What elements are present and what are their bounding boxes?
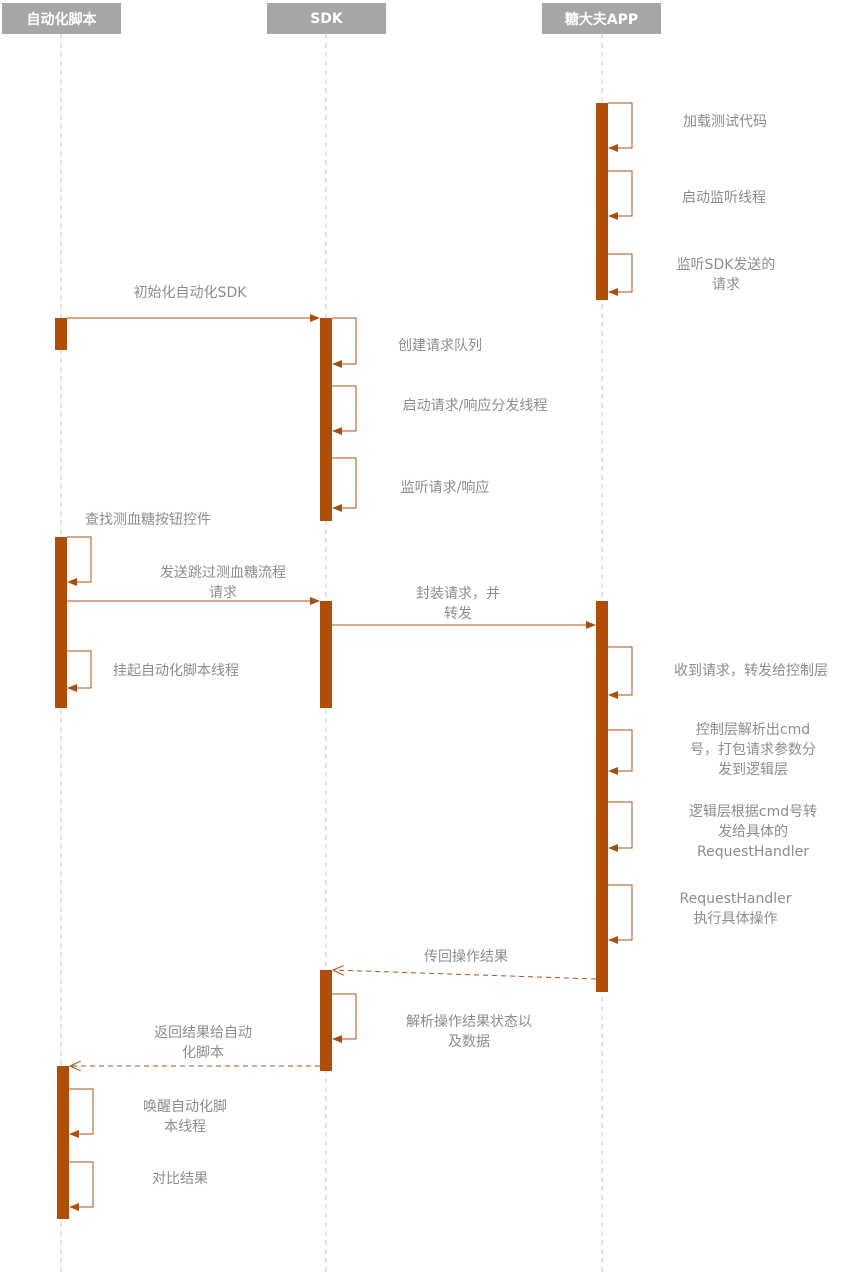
label-line: 唤醒自动化脚	[143, 1099, 227, 1115]
label-line: 及数据	[448, 1034, 490, 1050]
self-call-script-compare	[69, 1161, 94, 1211]
label-line: 解析操作结果状态以	[406, 1014, 532, 1030]
activation-script-2	[55, 537, 67, 708]
label-line: 加载测试代码	[683, 114, 767, 130]
label-find-control: 查找测血糖按钮控件	[68, 510, 228, 530]
label-line: RequestHandler	[679, 891, 792, 907]
label-exec-op: RequestHandler 执行具体操作	[663, 889, 808, 929]
activation-script-3	[57, 1066, 69, 1219]
self-call-script-find	[67, 536, 92, 586]
self-call-app-receive	[608, 646, 633, 699]
label-line: 创建请求队列	[398, 338, 482, 354]
self-call-sdk-dispatch	[332, 385, 357, 435]
activation-app-2	[596, 601, 608, 992]
label-line: 监听SDK发送的	[676, 257, 776, 273]
self-call-app-logic	[608, 801, 633, 852]
label-line: 发到逻辑层	[718, 762, 788, 778]
label-line: 初始化自动化SDK	[133, 285, 247, 301]
label-line: 化脚本	[182, 1045, 224, 1061]
label-line: 启动请求/响应分发线程	[402, 398, 548, 414]
label-line: 返回结果给自动	[154, 1025, 252, 1041]
label-listen-sdk-request: 监听SDK发送的 请求	[656, 255, 796, 295]
label-start-listen-thread: 启动监听线程	[664, 188, 784, 208]
actor-app: 糖大夫APP	[542, 3, 661, 34]
label-compare-result: 对比结果	[120, 1169, 240, 1189]
label-line: 启动监听线程	[682, 190, 766, 206]
label-line: 请求	[712, 277, 740, 293]
label-load-test-code: 加载测试代码	[665, 112, 785, 132]
self-call-sdk-listen	[332, 457, 357, 512]
self-call-script-suspend	[67, 650, 92, 692]
label-receive-forward: 收到请求，转发给控制层	[656, 661, 846, 681]
label-line: 控制层解析出cmd	[695, 722, 811, 738]
self-call-sdk-queue	[332, 317, 357, 368]
label-wrap-forward: 封装请求，并 转发	[398, 584, 518, 624]
label-wake-thread: 唤醒自动化脚 本线程	[120, 1097, 250, 1137]
activation-sdk-2	[320, 601, 332, 708]
label-line: 请求	[209, 585, 237, 601]
label-line: RequestHandler	[697, 844, 809, 860]
label-init-sdk: 初始化自动化SDK	[110, 283, 270, 303]
label-create-queue: 创建请求队列	[380, 336, 500, 356]
msg-return-result	[333, 970, 597, 980]
label-line: 逻辑层根据cmd号转	[688, 804, 818, 820]
label-listen-req-resp: 监听请求/响应	[380, 478, 510, 498]
self-call-sdk-parse-result	[332, 993, 357, 1043]
label-line: 封装请求，并	[416, 586, 500, 602]
label-parse-cmd: 控制层解析出cmd 号，打包请求参数分 发到逻辑层	[668, 720, 838, 780]
actor-sdk: SDK	[267, 3, 386, 34]
label-send-skip: 发送跳过测血糖流程 请求	[138, 563, 308, 603]
label-line: 传回操作结果	[424, 949, 508, 965]
label-return-to-script: 返回结果给自动 化脚本	[133, 1023, 273, 1063]
label-line: 本线程	[164, 1119, 206, 1135]
actor-automation-script: 自动化脚本	[2, 3, 121, 34]
self-call-app-listen-sdk	[608, 253, 633, 296]
label-line: 号，打包请求参数分	[690, 742, 816, 758]
activation-app-1	[596, 103, 608, 300]
self-call-app-exec	[608, 884, 633, 944]
label-line: 发给具体的	[718, 824, 788, 840]
self-call-app-listen-thread	[608, 170, 633, 220]
self-call-app-parse-cmd	[608, 729, 633, 775]
label-line: 查找测血糖按钮控件	[85, 512, 211, 528]
label-line: 对比结果	[152, 1171, 208, 1187]
activation-sdk-3	[320, 970, 332, 1071]
label-line: 执行具体操作	[693, 911, 778, 927]
self-call-app-load	[608, 102, 633, 152]
label-start-dispatch-thread: 启动请求/响应分发线程	[380, 396, 570, 416]
label-suspend-thread: 挂起自动化脚本线程	[96, 661, 256, 681]
label-parse-result: 解析操作结果状态以 及数据	[384, 1012, 554, 1052]
label-return-result: 传回操作结果	[406, 947, 526, 967]
label-line: 收到请求，转发给控制层	[674, 663, 828, 679]
label-line: 监听请求/响应	[400, 480, 490, 496]
label-line: 转发	[444, 606, 472, 622]
activation-sdk-1	[320, 318, 332, 521]
self-call-script-wake	[69, 1088, 94, 1138]
activation-script-1	[55, 318, 67, 350]
label-line: 发送跳过测血糖流程	[160, 565, 286, 581]
label-line: 挂起自动化脚本线程	[113, 663, 239, 679]
label-logic-forward: 逻辑层根据cmd号转 发给具体的 RequestHandler	[668, 802, 838, 862]
